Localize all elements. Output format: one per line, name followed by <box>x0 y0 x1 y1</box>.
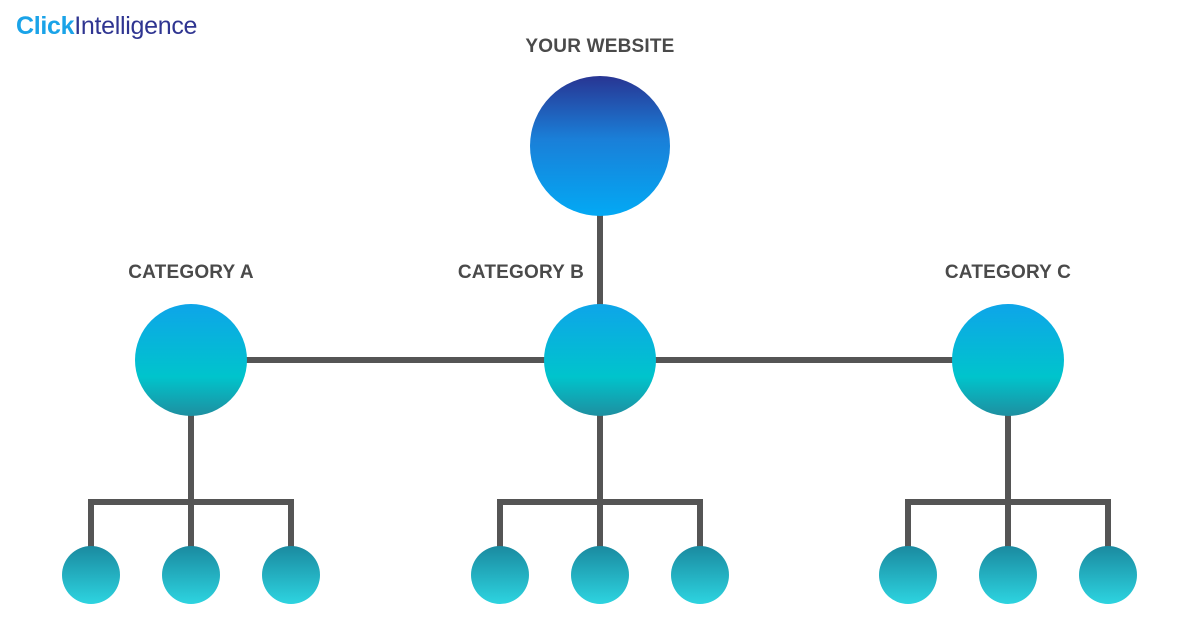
category-c-leaf-3-node <box>1079 546 1137 604</box>
connector-lines <box>88 213 1111 549</box>
category-a-leaf-3-node <box>262 546 320 604</box>
category-c-label: CATEGORY C <box>944 262 1072 283</box>
root-node-circle <box>530 76 670 216</box>
category-a-leaf-2-node <box>162 546 220 604</box>
category-a-label: CATEGORY A <box>128 262 254 283</box>
category-c-node-circle <box>952 304 1064 416</box>
category-b-leaf-1-node <box>471 546 529 604</box>
clickintelligence-logo: ClickIntelligence <box>16 12 197 41</box>
category-a-leaf-1-node <box>62 546 120 604</box>
category-b-leaf-2-node <box>571 546 629 604</box>
root-label: YOUR WEBSITE <box>525 36 675 57</box>
category-c-leaf-1-node <box>879 546 937 604</box>
logo-click-text: Click <box>16 12 75 40</box>
category-b-node-circle <box>544 304 656 416</box>
diagram-nodes <box>62 76 1137 604</box>
category-b-leaf-3-node <box>671 546 729 604</box>
category-a-node-circle <box>135 304 247 416</box>
category-b-label: CATEGORY B <box>457 262 585 283</box>
logo-intelligence-text: Intelligence <box>74 12 198 40</box>
category-c-leaf-2-node <box>979 546 1037 604</box>
